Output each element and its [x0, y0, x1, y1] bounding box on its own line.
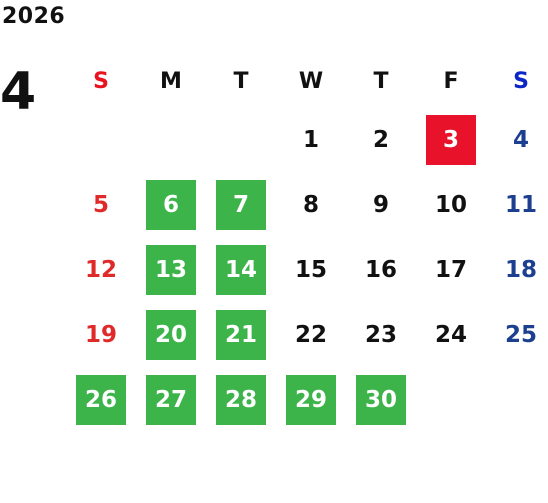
week-row: 26 27 28 29 30 — [66, 367, 548, 432]
day-cell[interactable]: 24 — [434, 321, 467, 348]
day-cell[interactable]: 25 — [504, 321, 537, 348]
day-cell[interactable]: 8 — [302, 191, 319, 218]
weekday-sun: S — [93, 68, 109, 94]
weekday-fri: F — [443, 68, 459, 94]
day-cell[interactable]: 26 — [76, 374, 126, 425]
day-cell[interactable]: 22 — [294, 321, 327, 348]
day-cell[interactable]: 20 — [146, 309, 196, 360]
weekday-sat: S — [513, 68, 529, 94]
day-cell[interactable]: 28 — [216, 374, 266, 425]
day-cell[interactable]: 5 — [92, 191, 109, 218]
day-cell[interactable]: 10 — [434, 191, 467, 218]
day-cell[interactable]: 7 — [216, 179, 266, 230]
day-cell[interactable]: 13 — [146, 244, 196, 295]
day-cell[interactable]: 12 — [84, 256, 117, 283]
weekday-wed: W — [298, 68, 324, 94]
day-cell[interactable]: 2 — [372, 126, 389, 153]
year-label: 2026 — [2, 4, 66, 29]
day-cell[interactable]: 16 — [364, 256, 397, 283]
day-cell[interactable]: 17 — [434, 256, 467, 283]
day-cell[interactable]: 23 — [364, 321, 397, 348]
day-cell[interactable]: 4 — [512, 126, 529, 153]
day-cell[interactable]: 11 — [504, 191, 537, 218]
day-cell[interactable]: 18 — [504, 256, 537, 283]
weekday-mon: M — [160, 68, 182, 94]
calendar-grid: S M T W T F S 1 2 3 4 5 6 7 8 9 10 11 12… — [66, 55, 548, 432]
day-cell[interactable]: 6 — [146, 179, 196, 230]
weekday-tue: T — [233, 68, 249, 94]
day-cell[interactable]: 29 — [286, 374, 336, 425]
day-cell[interactable]: 9 — [372, 191, 389, 218]
day-cell[interactable]: 30 — [356, 374, 406, 425]
day-cell[interactable]: 15 — [294, 256, 327, 283]
weekday-header: S M T W T F S — [66, 55, 548, 107]
weekday-thu: T — [373, 68, 389, 94]
day-cell[interactable]: 27 — [146, 374, 196, 425]
day-cell[interactable]: 14 — [216, 244, 266, 295]
week-row: 19 20 21 22 23 24 25 — [66, 302, 548, 367]
week-row: 5 6 7 8 9 10 11 — [66, 172, 548, 237]
week-row: 12 13 14 15 16 17 18 — [66, 237, 548, 302]
month-label: 4 — [0, 62, 37, 122]
day-cell[interactable]: 21 — [216, 309, 266, 360]
week-row: 1 2 3 4 — [66, 107, 548, 172]
day-cell[interactable]: 3 — [426, 114, 476, 165]
day-cell[interactable]: 19 — [84, 321, 117, 348]
day-cell[interactable]: 1 — [302, 126, 319, 153]
